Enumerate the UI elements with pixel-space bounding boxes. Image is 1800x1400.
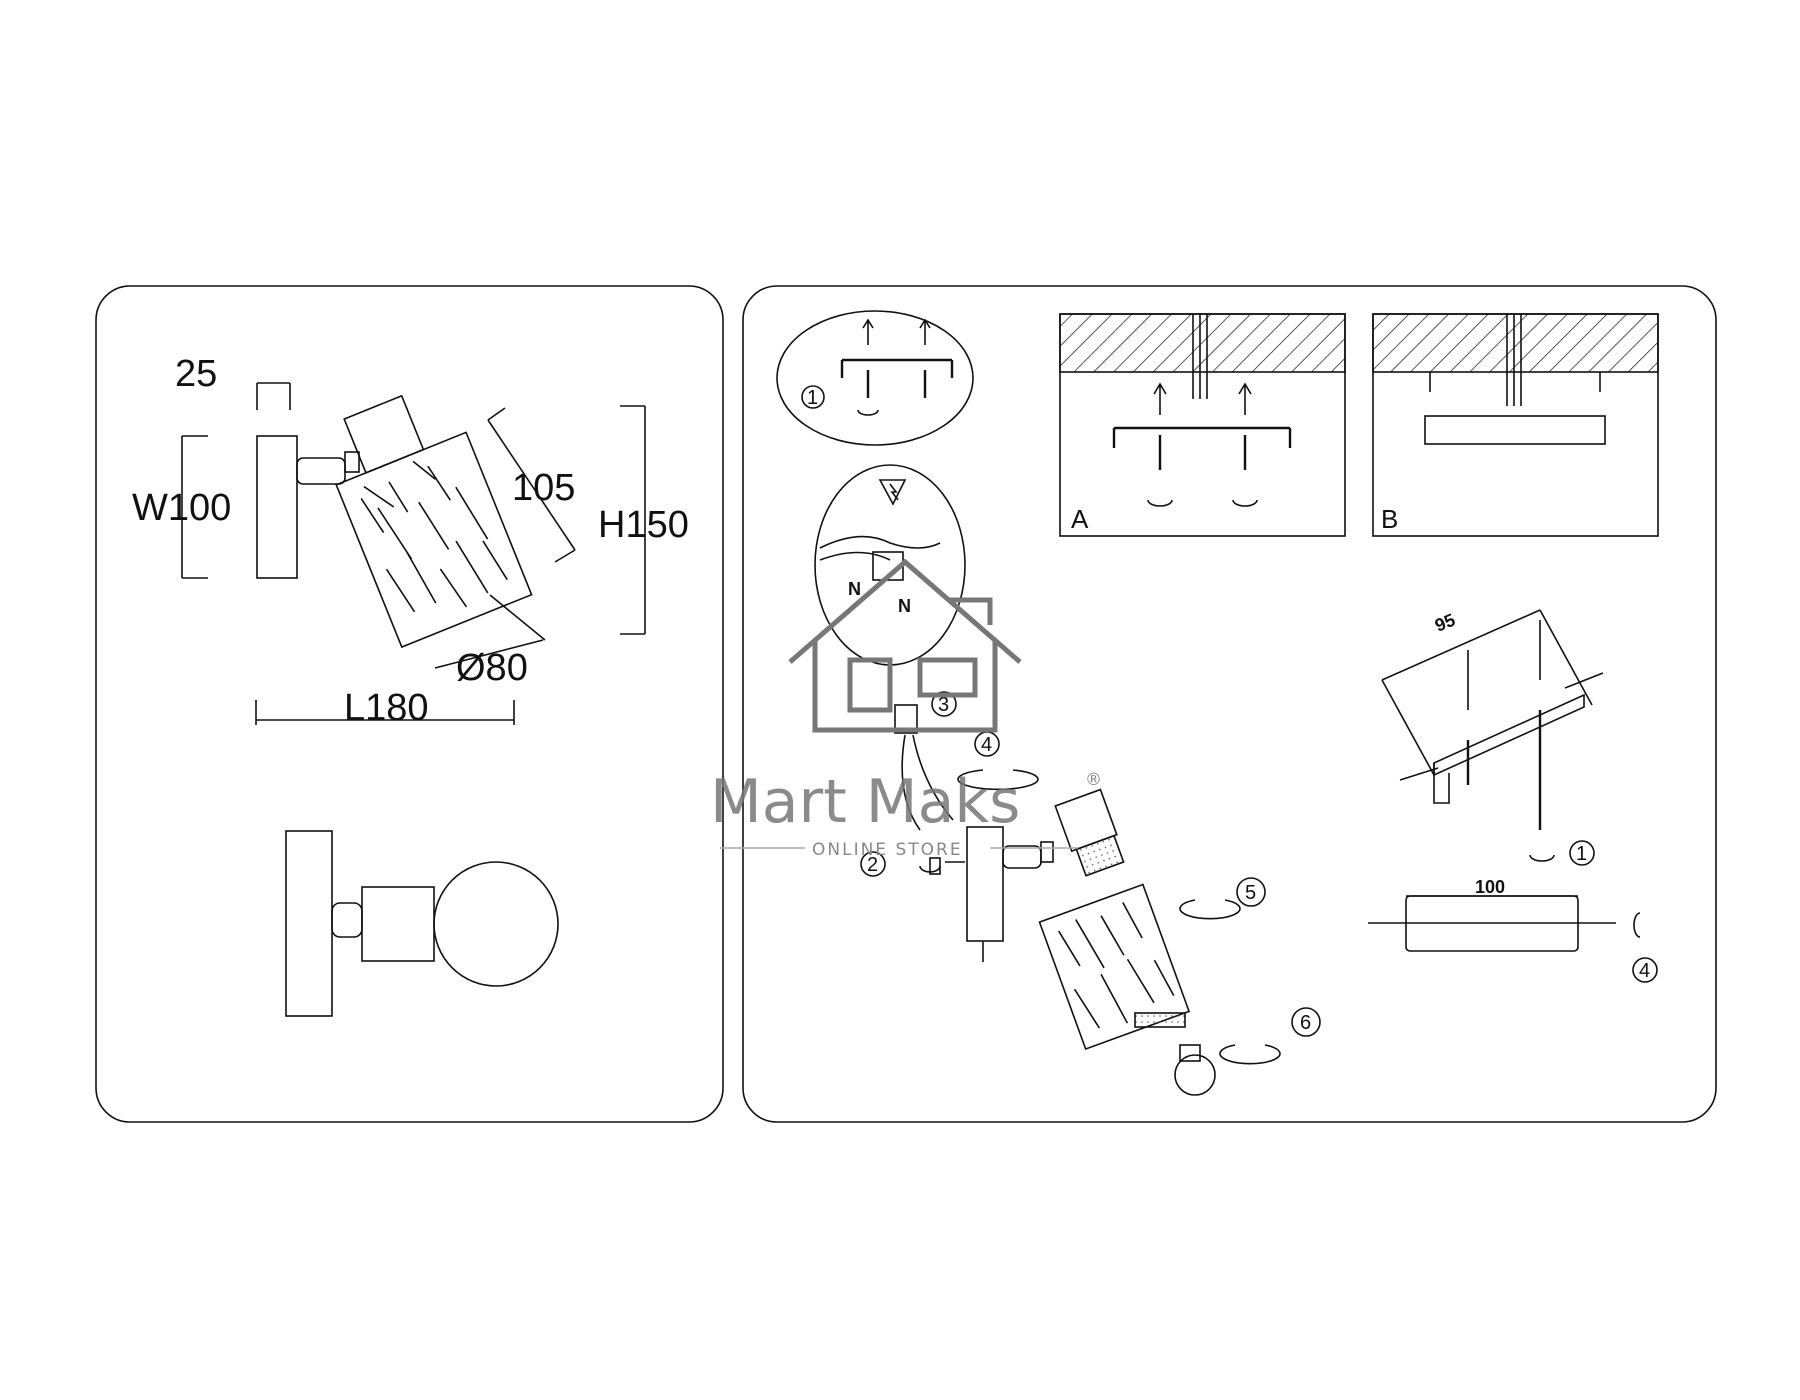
watermark: Mart Maks ® ONLINE STORE (710, 558, 1104, 860)
bracket-dim-95: 95 (1432, 610, 1458, 636)
assembly-drawing (894, 704, 1281, 1096)
step-5-label: 5 (1245, 882, 1256, 904)
watermark-brand: Mart Maks (710, 767, 1020, 837)
dim-25: 25 (175, 353, 217, 395)
step1-detail: 1 (776, 310, 974, 446)
mount-panel-a: A (1059, 313, 1346, 537)
dim-105: 105 (512, 467, 575, 509)
step-2-label: 2 (867, 854, 878, 876)
dimension-lines (181, 382, 646, 725)
step-1-label: 1 (807, 387, 818, 409)
panel-b-label: B (1381, 504, 1398, 534)
bracket-bottom-detail: 100 4 (1368, 877, 1658, 983)
wiring-detail: N N (814, 464, 966, 666)
svg-text:N: N (848, 579, 861, 599)
bracket-step-4: 4 (1639, 960, 1650, 982)
step-6-label: 6 (1300, 1012, 1311, 1034)
installation-panel (742, 285, 1717, 1123)
dimensions-panel (95, 285, 724, 1123)
step-4-label: 4 (981, 734, 992, 756)
step-3-label: 3 (938, 694, 949, 716)
panel-a-label: A (1071, 504, 1089, 534)
front-view-drawing (285, 830, 559, 1017)
bracket-step-1: 1 (1576, 843, 1587, 865)
watermark-registered: ® (1085, 770, 1104, 790)
house-logo-icon (788, 558, 1022, 733)
dim-o80: Ø80 (456, 647, 528, 689)
dim-l180: L180 (344, 687, 429, 729)
step-badges: 2 3 4 5 6 (860, 691, 1321, 1037)
watermark-tagline: ONLINE STORE (812, 840, 963, 860)
side-view-drawing (256, 394, 546, 649)
bracket-detail: 95 1 (1381, 609, 1604, 866)
dim-w100: W100 (132, 487, 231, 529)
bracket-dim-100: 100 (1475, 877, 1505, 897)
svg-text:N: N (898, 596, 911, 616)
dim-h150: H150 (598, 504, 689, 546)
mount-panel-b: B (1372, 313, 1659, 537)
